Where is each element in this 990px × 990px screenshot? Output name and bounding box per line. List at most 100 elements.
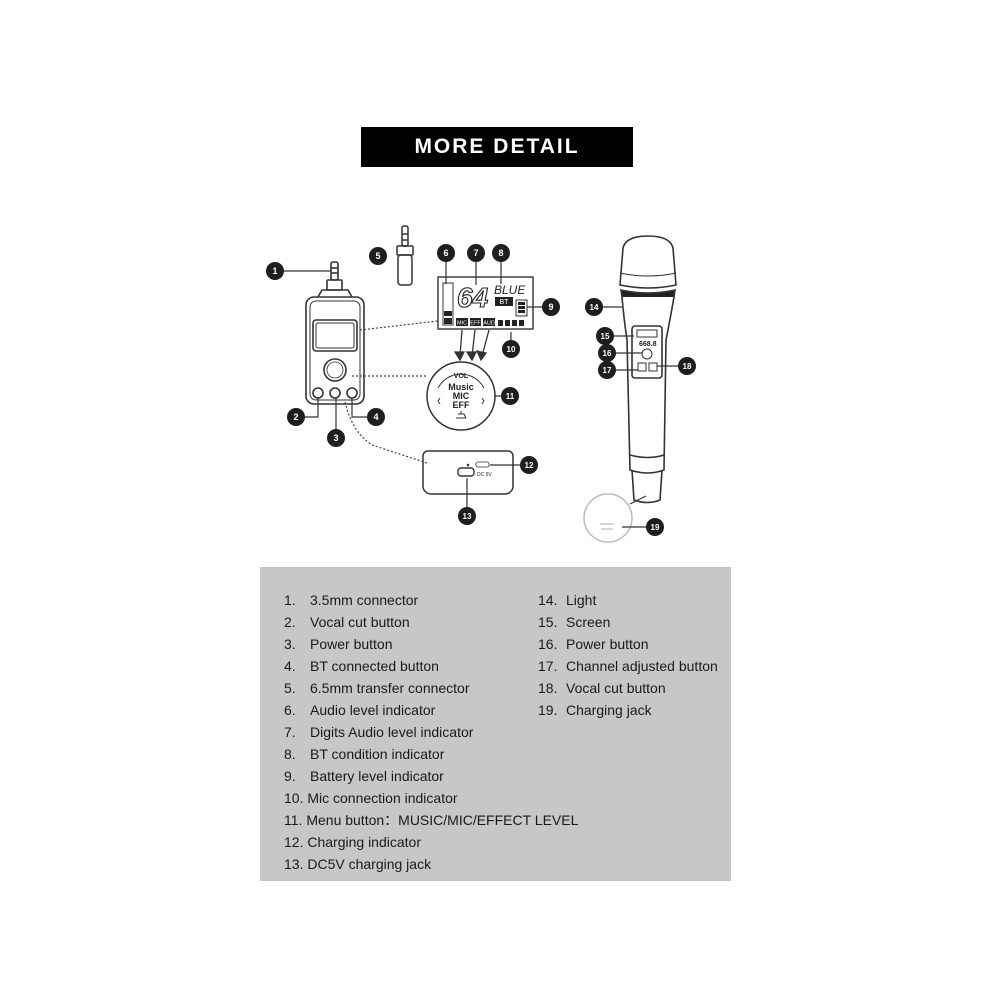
receiver-screen [312, 319, 358, 352]
callout-4: 4 [367, 408, 385, 426]
legend-item: 8.BT condition indicator [284, 746, 445, 762]
callout-10: 10 [502, 340, 520, 358]
callout-17: 17 [598, 361, 616, 379]
mic-handle [621, 296, 675, 474]
svg-text:8: 8 [498, 248, 503, 258]
receiver-device [305, 261, 365, 405]
lcd-tag-mic: MIC [457, 321, 467, 327]
legend-item: 14.Light [538, 592, 597, 608]
svg-text:17: 17 [603, 366, 612, 375]
receiver-body [305, 296, 365, 405]
lcd-bt-label: BT [500, 299, 510, 306]
microphone: 668.8 [619, 235, 677, 504]
legend-item: 15.Screen [538, 614, 611, 630]
legend-item: 13. DC5V charging jack [284, 856, 432, 872]
svg-text:5: 5 [375, 251, 380, 261]
svg-text:4: 4 [373, 412, 378, 422]
lcd-tag-eff: EFF [470, 321, 481, 327]
svg-text:10: 10 [507, 345, 516, 354]
receiver-menu-knob[interactable] [323, 358, 347, 382]
callout-5: 5 [369, 247, 387, 265]
dotted-leaders [344, 320, 439, 464]
legend-item: 10. Mic connection indicator [284, 790, 458, 806]
product-diagram: 64 BLUE BT MIC EFF AUD VOL Music MIC EFF [266, 225, 696, 543]
menu-eff-label: EFF [453, 400, 471, 410]
mic-channel-button-shape[interactable] [637, 362, 647, 372]
menu-mic-label: MIC [453, 391, 470, 401]
callout-15: 15 [596, 327, 614, 345]
receiver-shoulder [317, 289, 353, 298]
legend-item: 7.Digits Audio level indicator [284, 724, 474, 740]
svg-text:13: 13 [463, 512, 472, 521]
callout-14: 14 [585, 298, 603, 316]
legend-item: 16.Power button [538, 636, 649, 652]
transfer-connector [396, 225, 414, 286]
svg-text:11: 11 [506, 392, 515, 401]
mic-power-button-shape[interactable] [641, 348, 653, 360]
callout-3: 3 [327, 429, 345, 447]
mic-screen-digits: 668.8 [639, 341, 657, 348]
svg-text:12: 12 [525, 461, 534, 470]
legend-item: 5.6.5mm transfer connector [284, 680, 470, 696]
legend-item: 6.Audio level indicator [284, 702, 436, 718]
bt-button-shape[interactable] [346, 387, 358, 399]
svg-text:2: 2 [293, 412, 298, 422]
svg-text:18: 18 [683, 362, 692, 371]
menu-music-label: Music [448, 382, 474, 392]
legend-item: 2.Vocal cut button [284, 614, 410, 630]
legend-column-left: 1.3.5mm connector 2.Vocal cut button 3.P… [284, 589, 578, 875]
mic-vocal-cut-button-shape[interactable] [648, 362, 658, 372]
page-title: MORE DETAIL [414, 135, 580, 158]
mic-charging-jack-detail [583, 493, 647, 543]
callout-11: 11 [501, 387, 519, 405]
legend-item: 19.Charging jack [538, 702, 652, 718]
callout-18: 18 [678, 357, 696, 375]
legend-item: 12. Charging indicator [284, 834, 421, 850]
title-banner: MORE DETAIL [361, 127, 633, 167]
leader-lines [283, 261, 544, 508]
callout-16: 16 [598, 344, 616, 362]
legend-item: 4.BT connected button [284, 658, 439, 674]
legend-item: 1.3.5mm connector [284, 592, 419, 608]
mic-leader-lines [603, 306, 678, 371]
lcd-arrows [453, 329, 490, 362]
vocal-cut-button-shape[interactable] [312, 387, 324, 399]
legend-item: 9.Battery level indicator [284, 768, 444, 784]
lcd-tag-aud: AUD [483, 321, 495, 327]
svg-text:3: 3 [333, 433, 338, 443]
legend-item: 18.Vocal cut button [538, 680, 666, 696]
callout-12: 12 [520, 456, 538, 474]
legend-item: 11. Menu button：MUSIC/MIC/EFFECT LEVEL [284, 812, 579, 828]
charging-port-detail: DC 5V [422, 450, 514, 495]
svg-text:15: 15 [601, 332, 610, 341]
callout-badges: 1 2 3 4 5 6 7 8 9 10 11 12 13 14 15 16 1… [266, 244, 696, 536]
lcd-digits: 64 [457, 282, 489, 313]
svg-text:7: 7 [473, 248, 478, 258]
mini-jack-plug [326, 261, 343, 291]
menu-knob-detail: VOL Music MIC EFF [426, 361, 496, 431]
callout-8: 8 [492, 244, 510, 262]
svg-text:9: 9 [548, 302, 553, 312]
mic-grille [619, 235, 677, 289]
callout-2: 2 [287, 408, 305, 426]
svg-text:1: 1 [272, 266, 277, 276]
callout-6: 6 [437, 244, 455, 262]
legend-column-right: 14.Light 15.Screen 16.Power button 17.Ch… [538, 589, 718, 721]
legend-panel: 1.3.5mm connector 2.Vocal cut button 3.P… [260, 567, 731, 881]
lcd-blue-label: BLUE [494, 283, 526, 297]
callout-7: 7 [467, 244, 485, 262]
menu-vol-label: VOL [454, 373, 469, 380]
power-button-shape[interactable] [329, 387, 341, 399]
svg-text:19: 19 [651, 523, 660, 532]
svg-text:14: 14 [590, 303, 599, 312]
callout-9: 9 [542, 298, 560, 316]
legend-item: 17.Channel adjusted button [538, 658, 718, 674]
dc-label: DC 5V [477, 472, 492, 478]
callout-19: 19 [646, 518, 664, 536]
callout-13: 13 [458, 507, 476, 525]
callout-1: 1 [266, 262, 284, 280]
mic-control-panel [631, 325, 663, 379]
legend-item: 3.Power button [284, 636, 393, 652]
lcd-detail: 64 BLUE BT MIC EFF AUD [437, 276, 534, 330]
svg-text:16: 16 [603, 349, 612, 358]
